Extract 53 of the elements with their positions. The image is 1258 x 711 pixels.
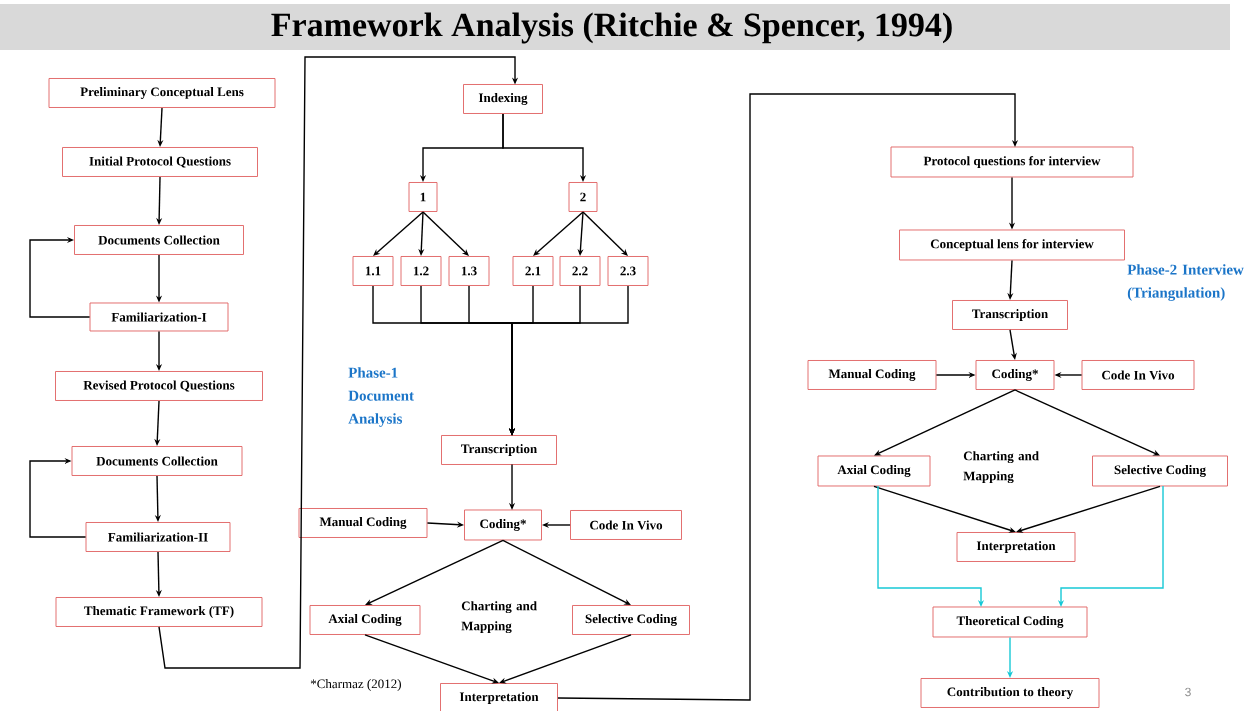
process-box: Coding* (464, 509, 542, 541)
process-box: Selective Coding (572, 605, 690, 635)
arrow (1014, 389, 1160, 456)
process-box: 2.2 (559, 256, 601, 286)
process-box: 2.3 (607, 256, 649, 286)
process-box: Transcription (952, 300, 1068, 330)
process-box: Coding* (975, 360, 1055, 390)
phase-heading: Phase-1 Document Analysis (348, 367, 414, 427)
arrow (877, 485, 985, 607)
process-box: Interpretation (440, 683, 558, 711)
process-box: Indexing (463, 84, 543, 114)
process-box: Theoretical Coding (932, 606, 1088, 638)
title-bar: Framework Analysis (Ritchie & Spencer, 1994) (0, 4, 1230, 50)
process-box: Revised Protocol Questions (55, 371, 263, 401)
arrow (364, 634, 499, 684)
process-box: Contribution to theory (920, 678, 1100, 708)
phase-heading: Phase-2 Interview (Triangulation) (1127, 264, 1244, 301)
process-box: 1.3 (448, 256, 490, 286)
process-box: 2 (568, 182, 598, 212)
arrow (874, 389, 1016, 456)
process-box: Preliminary Conceptual Lens (48, 78, 276, 108)
process-box: Conceptual lens for interview (899, 229, 1125, 261)
center-note: Charting and Mapping (963, 451, 1039, 484)
process-box: Familiarization-I (89, 302, 229, 332)
process-box: Protocol questions for interview (890, 146, 1134, 178)
arrow (499, 634, 632, 684)
process-box: Axial Coding (309, 605, 421, 635)
process-box: 1 (408, 182, 438, 212)
process-box: Manual Coding (298, 508, 428, 538)
arrow (1016, 485, 1161, 533)
process-box: 2.1 (512, 256, 554, 286)
arrow (29, 457, 87, 538)
footnote: *Charmaz (2012) (310, 679, 401, 691)
arrow (873, 485, 1016, 533)
process-box: Initial Protocol Questions (62, 147, 258, 177)
process-box: Documents Collection (71, 446, 243, 476)
page-number: 3 (1185, 687, 1191, 697)
arrow (557, 93, 1019, 701)
process-box: Code In Vivo (570, 510, 682, 540)
process-box: Selective Coding (1092, 455, 1228, 487)
process-box: Documents Collection (74, 225, 244, 255)
process-box: Axial Coding (817, 455, 931, 487)
process-box: Familiarization-II (85, 522, 231, 552)
process-box: Manual Coding (807, 360, 937, 390)
process-box: Transcription (441, 435, 557, 465)
arrow (158, 56, 519, 669)
process-box: 1.1 (352, 256, 394, 286)
process-box: Code In Vivo (1081, 360, 1195, 390)
process-box: Interpretation (956, 532, 1076, 562)
arrow (29, 236, 91, 318)
center-note: Charting and Mapping (461, 601, 537, 634)
process-box: 1.2 (400, 256, 442, 286)
process-box: Thematic Framework (TF) (55, 597, 263, 627)
